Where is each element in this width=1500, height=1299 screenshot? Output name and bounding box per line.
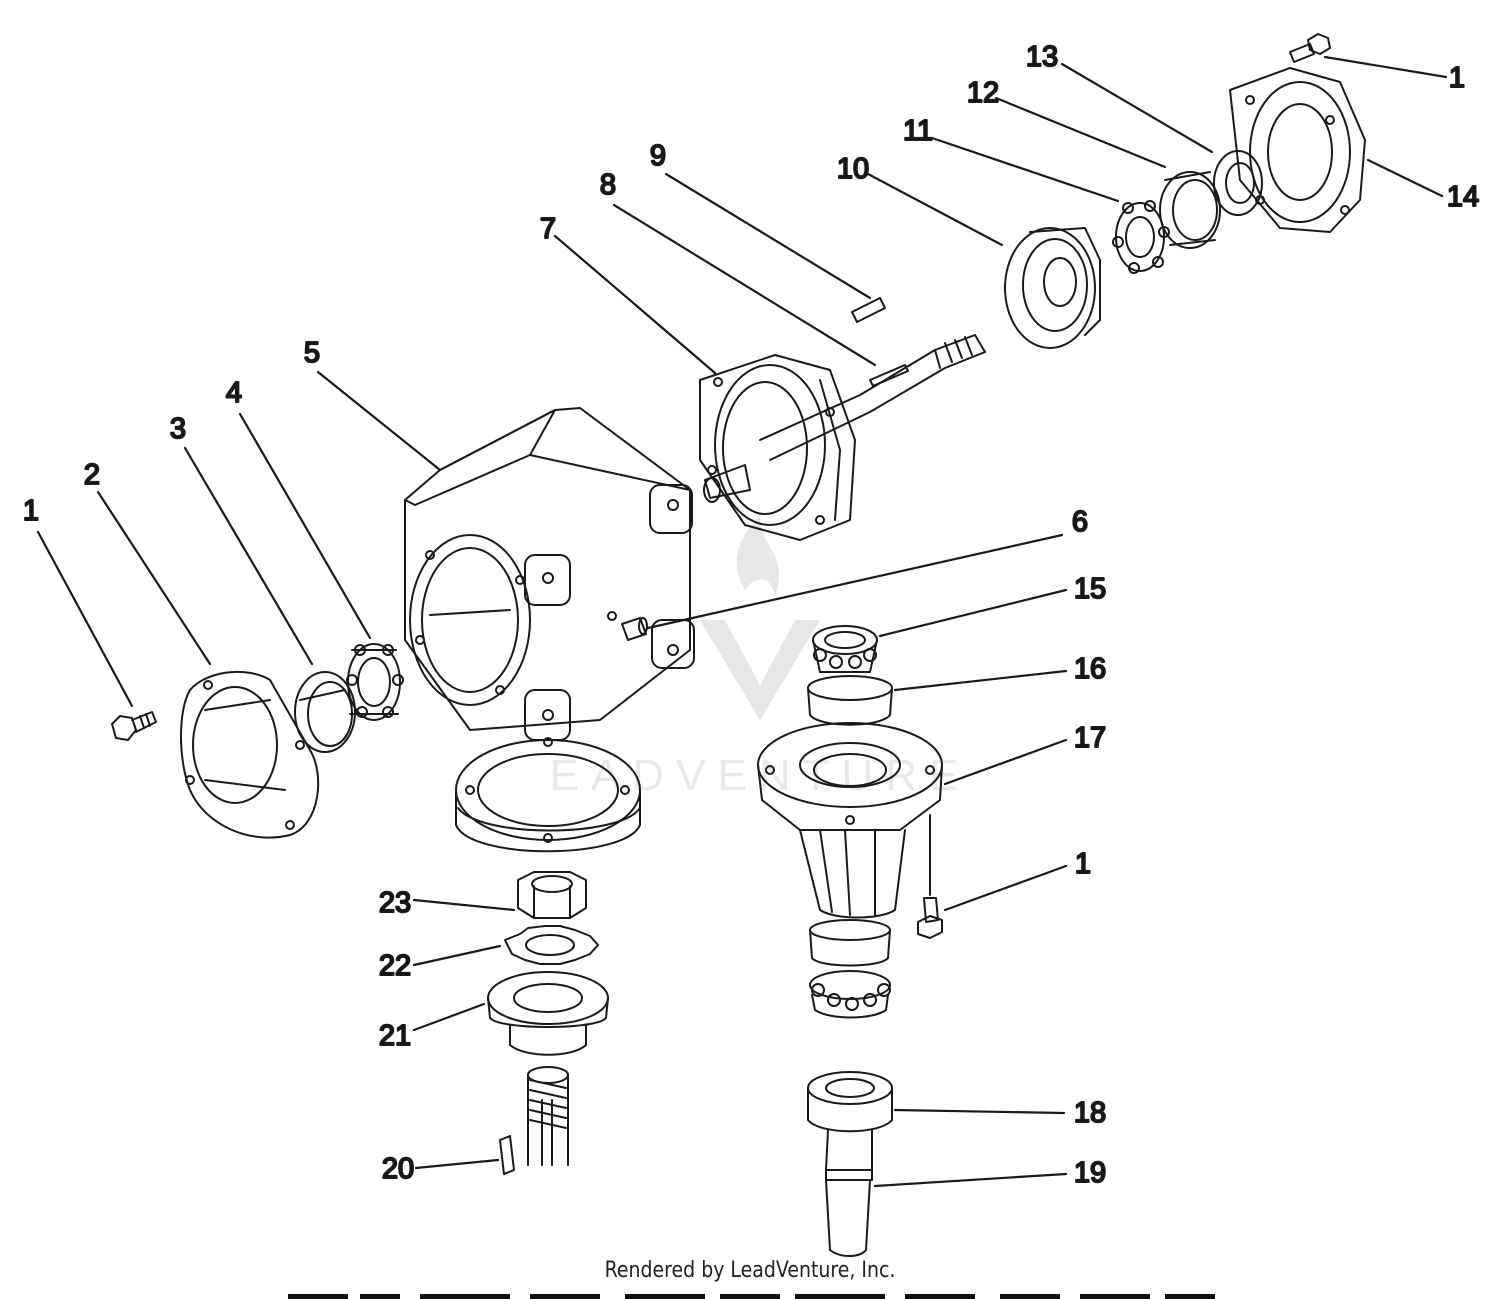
- part-16-bearing-cup: [807, 675, 893, 726]
- callout-15: 15: [1074, 573, 1106, 605]
- part-1-bolt-left: [111, 711, 157, 741]
- part-19-output-shaft: [825, 1129, 873, 1257]
- callout-18: 18: [1074, 1097, 1106, 1129]
- part-2-end-cover: [180, 670, 320, 839]
- callout-labels: 1 2 3 4 5 6 7 8 9 10 11 12 13 1 14 15 16…: [22, 40, 1480, 1190]
- part-10-seal-retainer: [1004, 227, 1101, 349]
- part-15-lower-bearing: [809, 970, 891, 1019]
- part-20-key-and-shaft: [499, 1066, 569, 1175]
- callout-2: 2: [84, 459, 100, 491]
- part-8-input-shaft: [759, 334, 986, 461]
- part-7-shaft-flange: [699, 354, 856, 541]
- part-1-bolt-top-right: [1289, 33, 1331, 63]
- part-15-bearing: [812, 625, 878, 673]
- callout-1-top-right: 1: [1449, 62, 1465, 94]
- callout-9: 9: [650, 140, 666, 172]
- callout-23: 23: [379, 887, 411, 919]
- part-3-seal: [294, 671, 356, 753]
- part-22-lock-washer: [504, 925, 599, 965]
- part-4-bearing: [346, 643, 404, 721]
- callout-16: 16: [1074, 653, 1106, 685]
- callout-21: 21: [379, 1020, 411, 1052]
- callout-7: 7: [540, 213, 556, 245]
- part-14-end-cover: [1229, 67, 1366, 233]
- part-21-seal-housing: [487, 971, 609, 1056]
- part-12-bearing-cup: [1159, 171, 1221, 249]
- callout-6: 6: [1072, 506, 1088, 538]
- part-16-lower-cup: [809, 919, 891, 967]
- part-6-plug: [621, 617, 648, 641]
- callout-1-lower: 1: [1075, 848, 1091, 880]
- part-1-bolt-lower: [917, 814, 943, 939]
- render-credit: Rendered by LeadVenture, Inc.: [604, 1258, 896, 1283]
- callout-8: 8: [600, 169, 616, 201]
- callout-5: 5: [304, 337, 320, 369]
- part-18-bearing: [807, 1071, 893, 1133]
- callout-22: 22: [379, 950, 411, 982]
- callout-11: 11: [903, 115, 933, 147]
- part-23-nut: [517, 871, 587, 919]
- part-11-bearing: [1112, 200, 1170, 274]
- callout-14: 14: [1447, 181, 1479, 213]
- leader-lines: [36, 55, 1448, 1188]
- callout-17: 17: [1074, 722, 1106, 754]
- watermark-logo: [700, 515, 820, 720]
- callout-20: 20: [382, 1153, 414, 1185]
- part-lower-flange: [455, 737, 641, 853]
- callout-13: 13: [1026, 41, 1058, 73]
- callout-12: 12: [967, 77, 999, 109]
- callout-19: 19: [1074, 1157, 1106, 1189]
- callout-1-left: 1: [23, 495, 39, 527]
- callout-3: 3: [170, 413, 186, 445]
- callout-10: 10: [837, 153, 869, 185]
- part-5-gear-housing: [404, 407, 695, 741]
- callout-4: 4: [226, 377, 242, 409]
- cropped-bottom-band: [288, 1294, 1215, 1299]
- part-17-output-housing: [757, 722, 943, 919]
- part-9-key: [851, 297, 886, 323]
